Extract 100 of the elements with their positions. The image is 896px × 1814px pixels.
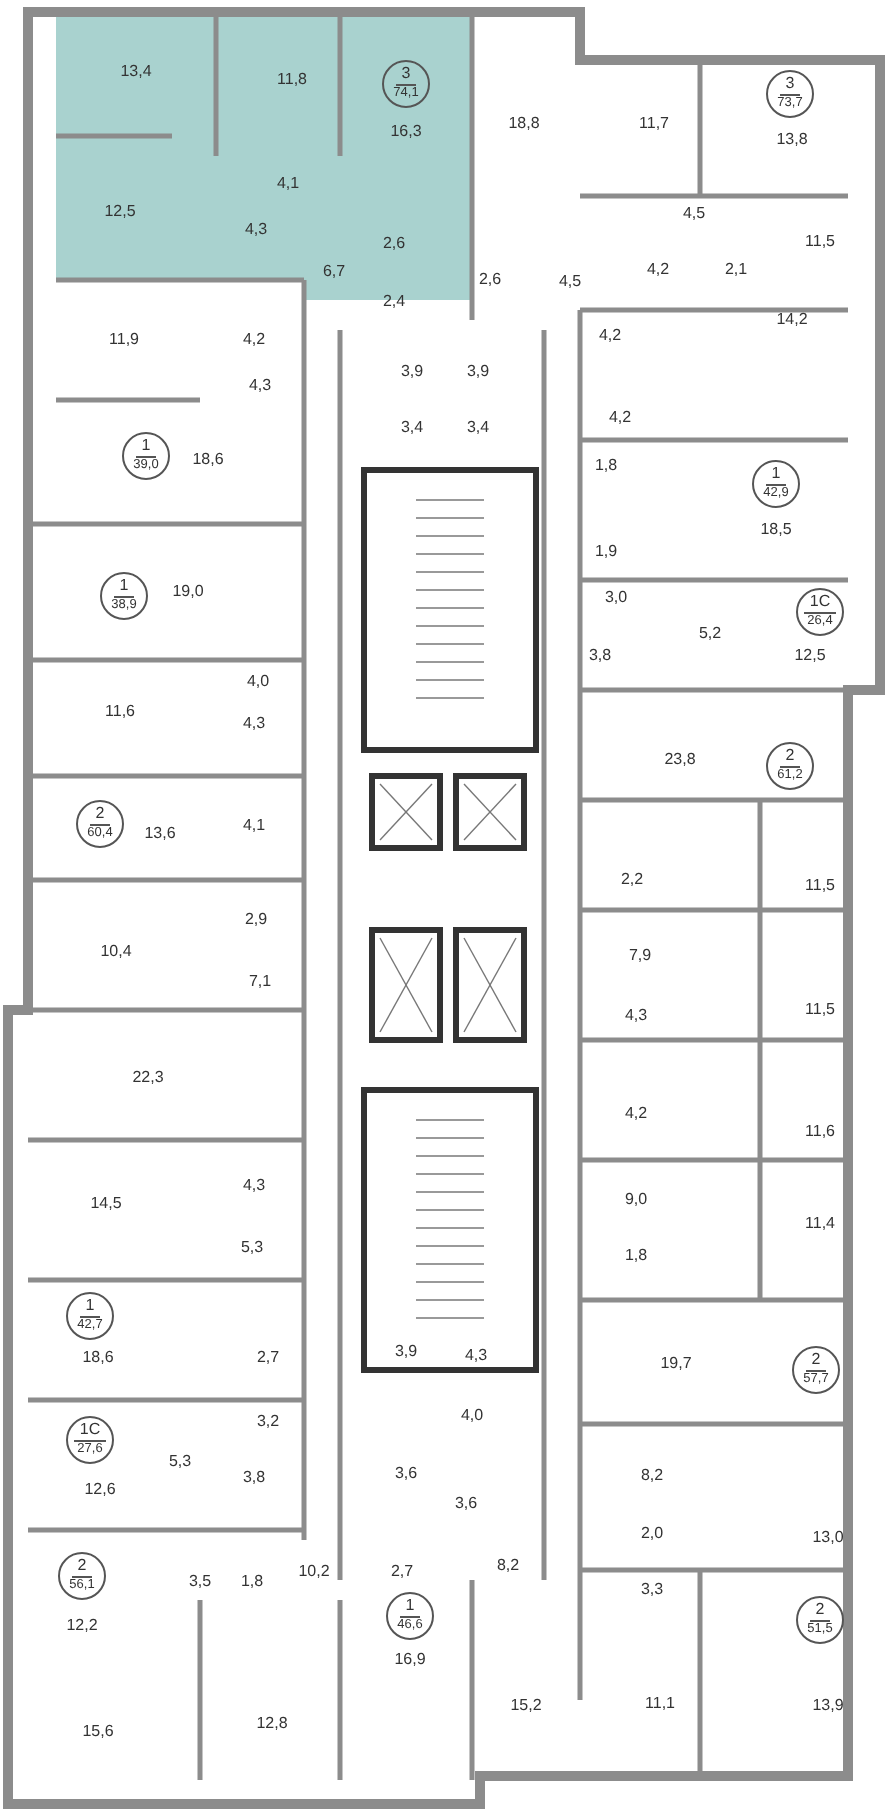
apartment-badge (752, 460, 800, 508)
room-area: 1,8 (240, 1574, 264, 1590)
room-area: 4,0 (460, 1408, 484, 1424)
room-area: 12,2 (66, 1618, 98, 1634)
room-area: 4,2 (646, 262, 670, 278)
room-count: 1 (399, 1598, 421, 1619)
room-area: 14,5 (90, 1196, 122, 1212)
room-area: 2,4 (382, 294, 406, 310)
room-area: 3,4 (466, 420, 490, 436)
room-area: 2,6 (478, 272, 502, 288)
apartment-badge (66, 1416, 114, 1464)
room-area: 3,0 (604, 590, 628, 606)
apartment-badge (766, 742, 814, 790)
apartment-badge (792, 1346, 840, 1394)
room-area: 11,6 (105, 704, 135, 720)
room-area: 4,5 (682, 206, 706, 222)
room-count: 2 (89, 806, 111, 827)
room-area: 23,8 (664, 752, 696, 768)
room-area: 18,8 (508, 116, 540, 132)
room-area: 12,5 (104, 204, 136, 220)
room-area: 3,9 (400, 364, 424, 380)
room-area: 2,6 (382, 236, 406, 252)
room-area: 4,2 (598, 328, 622, 344)
room-area: 11,9 (109, 332, 139, 348)
room-area: 6,7 (322, 264, 346, 280)
room-area: 11,7 (639, 116, 669, 132)
room-count: 1С (803, 594, 837, 615)
room-area: 22,3 (132, 1070, 164, 1086)
room-area: 2,2 (620, 872, 644, 888)
apartment-badge (122, 432, 170, 480)
room-area: 9,0 (624, 1192, 648, 1208)
room-count: 1 (79, 1298, 101, 1319)
room-area: 12,8 (256, 1716, 288, 1732)
room-count: 1 (765, 466, 787, 487)
apartment-badge (100, 572, 148, 620)
room-area: 13,9 (812, 1698, 844, 1714)
room-area: 3,8 (588, 648, 612, 664)
room-area: 4,3 (464, 1348, 488, 1364)
room-count: 3 (395, 66, 417, 87)
room-area: 18,6 (192, 452, 224, 468)
room-area: 3,2 (256, 1414, 280, 1430)
room-area: 4,3 (244, 222, 268, 238)
room-area: 3,9 (394, 1344, 418, 1360)
room-area: 11,5 (805, 234, 835, 250)
room-area: 13,4 (120, 64, 152, 80)
room-area: 4,5 (558, 274, 582, 290)
room-area: 4,2 (624, 1106, 648, 1122)
room-area: 3,6 (454, 1496, 478, 1512)
room-area: 3,8 (242, 1470, 266, 1486)
room-area: 10,4 (100, 944, 132, 960)
room-area: 7,9 (628, 948, 652, 964)
room-count: 1 (113, 578, 135, 599)
room-area: 5,3 (168, 1454, 192, 1470)
room-area: 2,7 (256, 1350, 280, 1366)
room-area: 12,6 (84, 1482, 116, 1498)
room-area: 4,0 (246, 674, 270, 690)
room-area: 10,2 (298, 1564, 330, 1580)
room-area: 11,4 (805, 1216, 835, 1232)
room-area: 4,1 (276, 176, 300, 192)
room-area: 8,2 (496, 1558, 520, 1574)
room-area: 5,3 (240, 1240, 264, 1256)
room-count: 2 (779, 748, 801, 769)
room-area: 1,9 (594, 544, 618, 560)
room-area: 4,2 (242, 332, 266, 348)
apartment-badge (76, 800, 124, 848)
room-area: 4,3 (242, 1178, 266, 1194)
apartment-badge (58, 1552, 106, 1600)
room-area: 2,0 (640, 1526, 664, 1542)
room-area: 4,2 (608, 410, 632, 426)
room-area: 19,7 (660, 1356, 692, 1372)
room-area: 11,5 (805, 1002, 835, 1018)
room-area: 4,1 (242, 818, 266, 834)
room-count: 2 (809, 1602, 831, 1623)
room-area: 1,8 (624, 1248, 648, 1264)
room-area: 4,3 (624, 1008, 648, 1024)
room-area: 11,6 (805, 1124, 835, 1140)
room-area: 3,3 (640, 1582, 664, 1598)
room-count: 2 (71, 1558, 93, 1579)
room-area: 2,1 (724, 262, 748, 278)
room-area: 2,9 (244, 912, 268, 928)
room-area: 15,6 (82, 1724, 114, 1740)
room-area: 1,8 (594, 458, 618, 474)
room-area: 3,9 (466, 364, 490, 380)
apartment-badge (382, 60, 430, 108)
apartment-badge (796, 588, 844, 636)
room-area: 4,3 (248, 378, 272, 394)
room-area: 11,1 (645, 1696, 675, 1712)
room-area: 14,2 (776, 312, 808, 328)
room-count: 1 (135, 438, 157, 459)
apartment-badge (66, 1292, 114, 1340)
room-count: 3 (779, 76, 801, 97)
room-area: 7,1 (248, 974, 272, 990)
room-area: 3,6 (394, 1466, 418, 1482)
room-area: 13,6 (144, 826, 176, 842)
apartment-badge (386, 1592, 434, 1640)
room-area: 3,5 (188, 1574, 212, 1590)
apartment-badge (796, 1596, 844, 1644)
room-count: 1С (73, 1422, 107, 1443)
room-area: 16,3 (390, 124, 422, 140)
room-area: 13,0 (812, 1530, 844, 1546)
